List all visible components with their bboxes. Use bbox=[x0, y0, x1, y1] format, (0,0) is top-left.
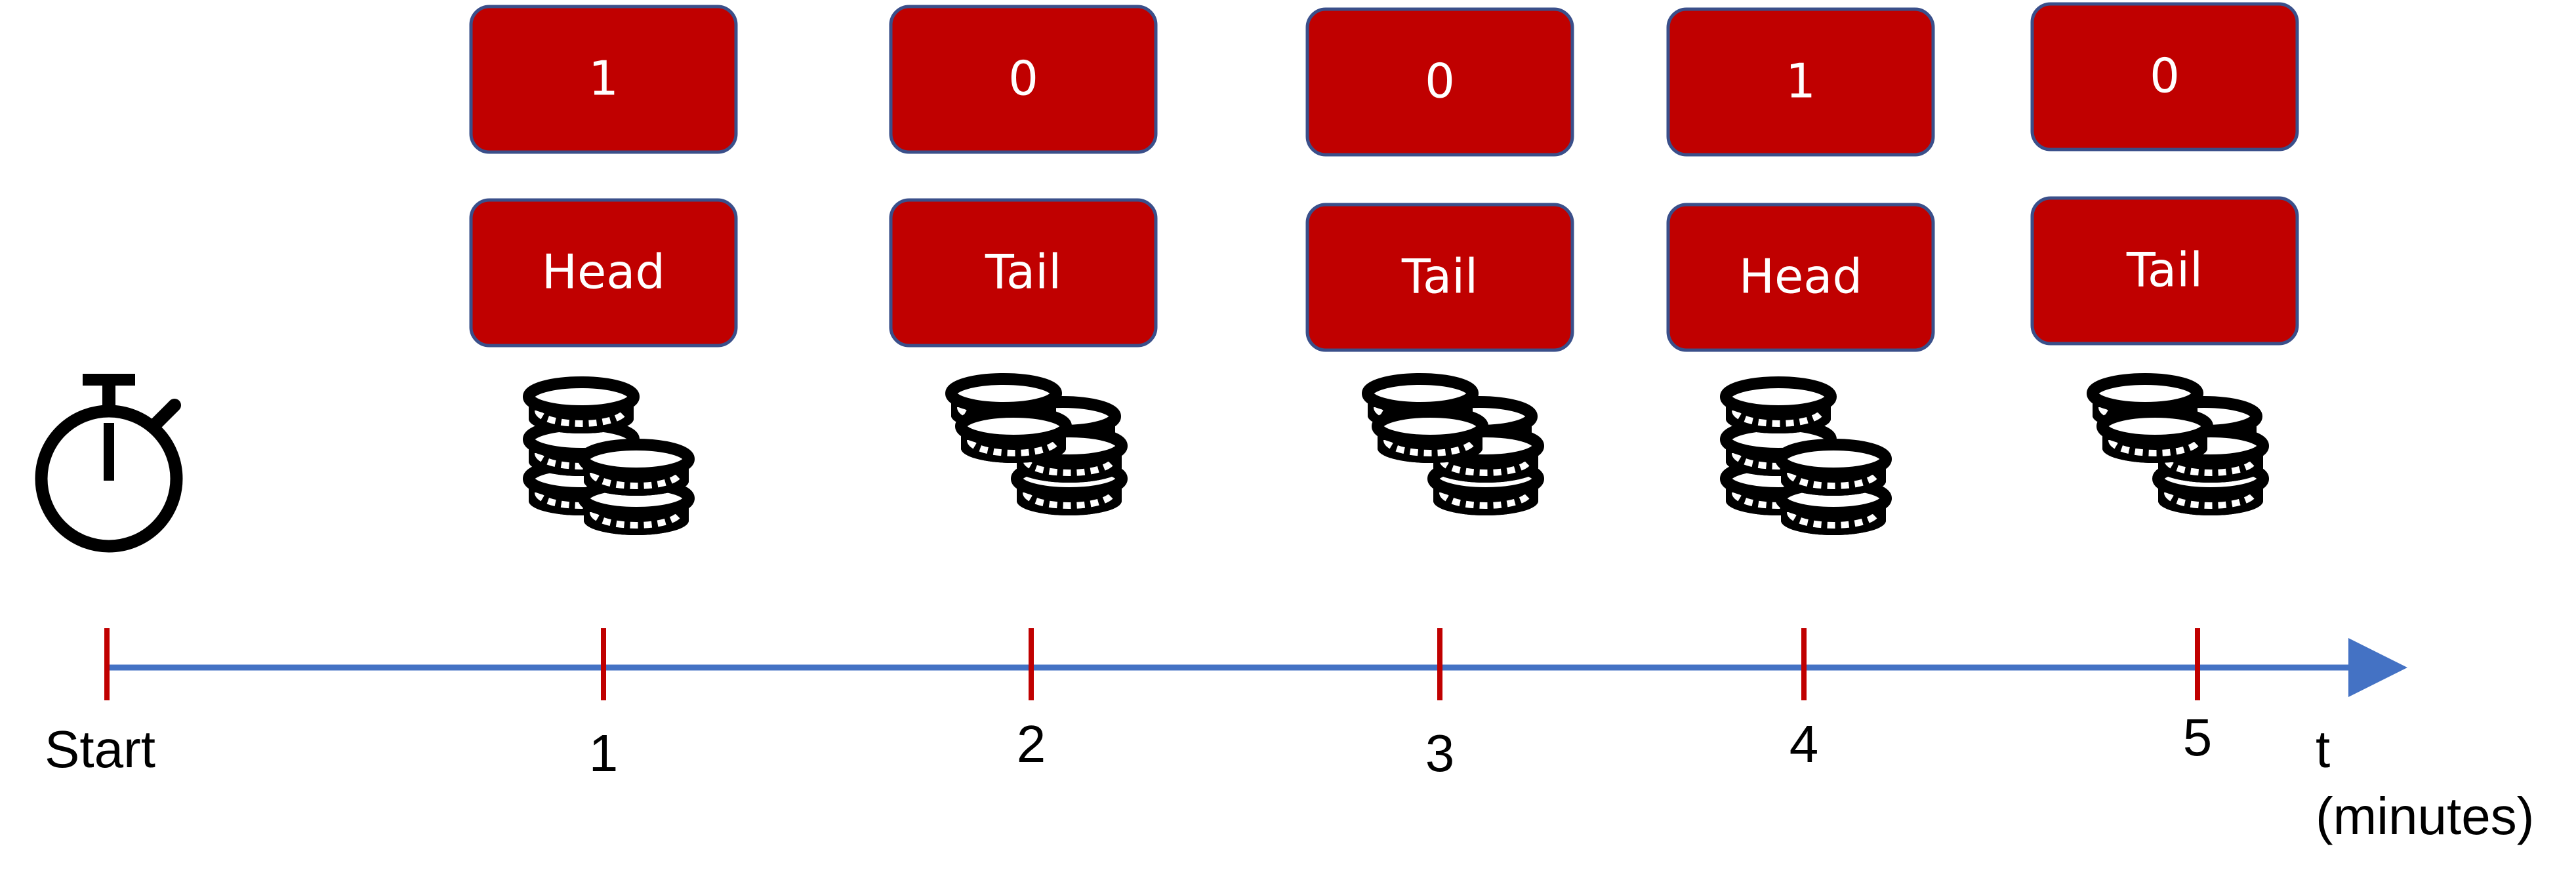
coin bbox=[2096, 406, 2213, 463]
coin bbox=[523, 376, 640, 433]
value-box: 0 bbox=[889, 5, 1158, 154]
outcome-box: Tail bbox=[1305, 203, 1574, 352]
coins-stack-icon bbox=[523, 376, 695, 535]
outcome-box-text: Tail bbox=[2126, 243, 2203, 298]
value-box-text: 0 bbox=[1425, 54, 1455, 109]
value-box-shape bbox=[2030, 2, 2299, 151]
axis-unit-label-t: t bbox=[2316, 720, 2330, 778]
minute-label: 3 bbox=[1425, 724, 1455, 782]
outcome-box-text: Tail bbox=[1401, 249, 1478, 304]
value-box-text: 1 bbox=[1786, 54, 1816, 109]
outcome-box-text: Head bbox=[1739, 249, 1862, 304]
minute-label: 4 bbox=[1789, 715, 1819, 773]
value-box: 0 bbox=[2030, 2, 2299, 151]
coin bbox=[1775, 439, 1892, 496]
value-box-shape bbox=[1305, 7, 1574, 157]
outcome-box-shape bbox=[1666, 203, 1935, 352]
outcome-box-shape bbox=[889, 198, 1158, 348]
outcome-box-shape bbox=[2030, 196, 2299, 346]
outcome-box-shape bbox=[1305, 203, 1574, 352]
coin bbox=[1372, 406, 1488, 463]
value-box-text: 1 bbox=[588, 51, 619, 106]
value-box: 1 bbox=[1666, 7, 1935, 157]
outcome-box-shape bbox=[469, 198, 738, 348]
minute-label: 1 bbox=[589, 724, 619, 782]
value-box-shape bbox=[469, 5, 738, 154]
coin bbox=[1720, 376, 1837, 433]
coin bbox=[578, 439, 695, 496]
value-box-shape bbox=[1666, 7, 1935, 157]
start-label: Start bbox=[45, 720, 155, 778]
minute-label: 5 bbox=[2183, 708, 2213, 767]
stopwatch-icon bbox=[35, 374, 183, 553]
coins-stack-icon bbox=[945, 373, 1128, 515]
coins-stack-icon bbox=[1720, 376, 1892, 535]
coin bbox=[955, 406, 1072, 463]
value-box-text: 0 bbox=[2150, 49, 2180, 104]
outcome-box: Tail bbox=[889, 198, 1158, 348]
outcome-box: Head bbox=[469, 198, 738, 348]
value-box-text: 0 bbox=[1008, 51, 1038, 106]
axis-unit-label-minutes: (minutes) bbox=[2316, 787, 2534, 845]
coins-stack-icon bbox=[2087, 373, 2269, 515]
value-box: 0 bbox=[1305, 7, 1574, 157]
minute-label: 2 bbox=[1017, 715, 1046, 773]
outcome-box: Head bbox=[1666, 203, 1935, 352]
outcome-box-text: Head bbox=[542, 245, 665, 300]
coin bbox=[1427, 426, 1544, 483]
outcome-box-text: Tail bbox=[985, 245, 1061, 300]
value-box-shape bbox=[889, 5, 1158, 154]
outcome-box: Tail bbox=[2030, 196, 2299, 346]
coins-stack-icon bbox=[1362, 373, 1544, 515]
value-box: 1 bbox=[469, 5, 738, 154]
